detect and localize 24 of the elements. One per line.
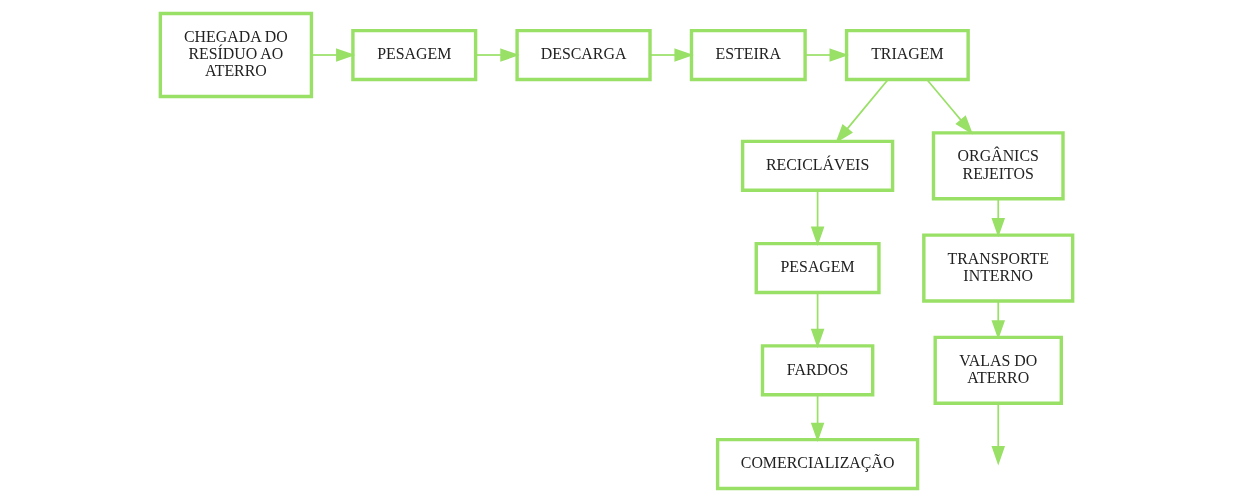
arrow bbox=[804, 47, 849, 62]
node-box: PESAGEM bbox=[351, 28, 478, 81]
arrow bbox=[810, 189, 825, 246]
node-box: DESCARGA bbox=[515, 28, 652, 81]
arrow bbox=[991, 300, 1005, 340]
node-box: ORGÂNICS REJEITOS bbox=[931, 130, 1065, 200]
arrow bbox=[810, 291, 825, 348]
node-box: COMERCIALIZAÇÃO bbox=[715, 437, 920, 490]
node-box: VALAS DO ATERRO bbox=[933, 335, 1063, 405]
node-box: CHEGADA DO RESÍDUO AO ATERRO bbox=[158, 11, 314, 98]
arrow bbox=[926, 78, 973, 134]
node-box: TRIAGEM bbox=[844, 28, 970, 81]
arrow bbox=[649, 47, 694, 62]
arrow bbox=[810, 393, 825, 442]
node-box: ESTEIRA bbox=[689, 28, 807, 81]
node-box: RECICLÁVEIS bbox=[740, 139, 895, 192]
node-box: PESAGEM bbox=[754, 241, 881, 294]
node-box: TRANSPORTE INTERNO bbox=[922, 232, 1075, 303]
arrow bbox=[835, 78, 889, 143]
node-box: FARDOS bbox=[760, 343, 875, 396]
arrow bbox=[310, 47, 356, 62]
arrow bbox=[991, 197, 1005, 237]
arrow bbox=[474, 47, 520, 62]
arrow bbox=[991, 402, 1005, 465]
